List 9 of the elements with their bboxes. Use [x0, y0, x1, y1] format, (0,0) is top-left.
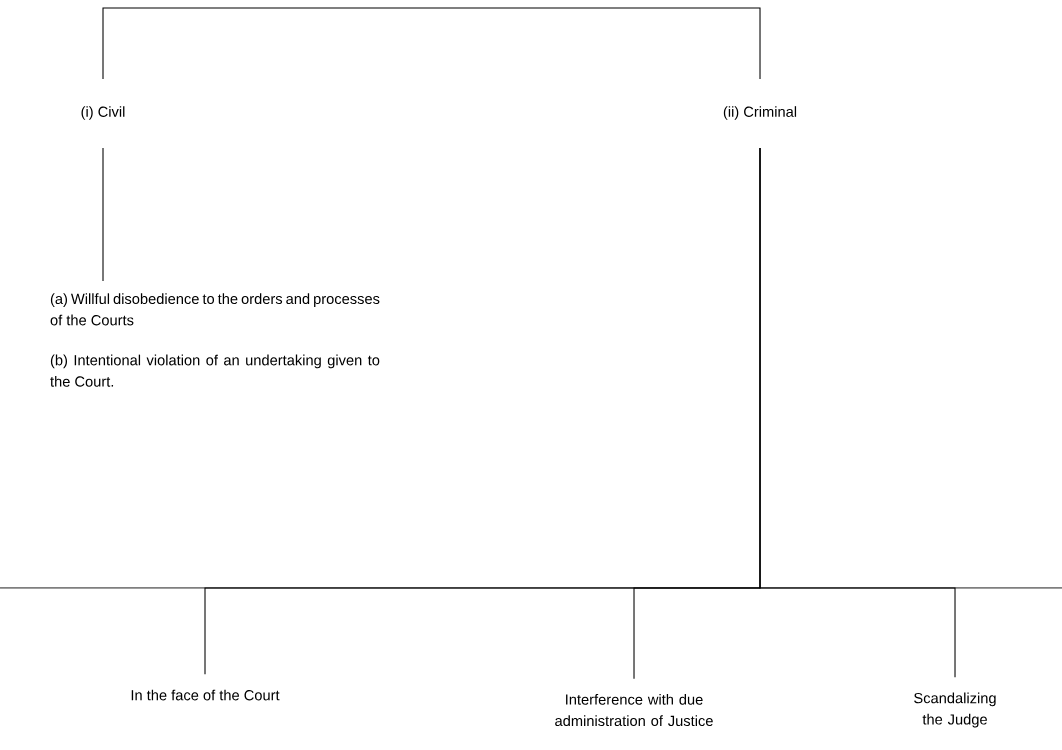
text-label: Interference with due administration of Justice — [555, 693, 713, 727]
text-label: In the face of the Court — [131, 689, 280, 701]
connector-line — [102, 7, 761, 80]
connector-line — [102, 147, 104, 282]
text-label: (i) Civil — [81, 106, 125, 120]
text-label: Scandalizing the Judge — [914, 692, 996, 728]
connector-line — [759, 147, 956, 678]
text-label: (ii) Criminal — [723, 106, 797, 120]
text-label: (a) Willful disobedience to the orders and processes of the Courts (b) Intentional violation of an undertaking given to the Court. — [50, 293, 380, 387]
